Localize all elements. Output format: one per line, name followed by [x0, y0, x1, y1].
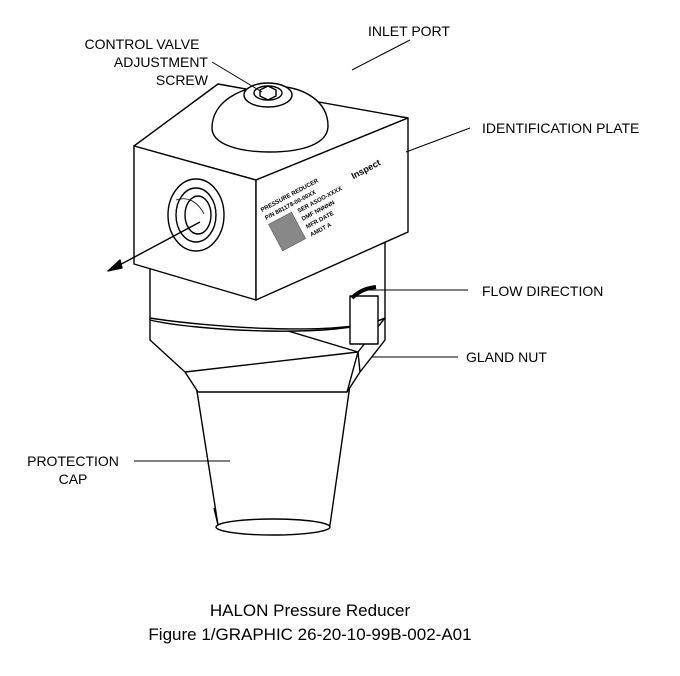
leader-identification-plate	[405, 127, 471, 153]
figure-title: HALON Pressure Reducer	[209, 601, 411, 620]
leader-control-valve	[211, 61, 263, 93]
plate-data-matrix	[268, 211, 306, 252]
flow-direction-arrow	[350, 285, 377, 300]
label-line: CAP	[58, 471, 88, 487]
leader-lines	[134, 39, 471, 462]
label-line: CONTROL VALVE	[84, 36, 200, 52]
figure-number: Figure 1/GRAPHIC 26-20-10-99B-002-A01	[148, 625, 472, 644]
block-housing	[107, 82, 409, 301]
flow-window	[349, 295, 379, 345]
label-flow-direction: FLOW DIRECTION	[482, 283, 604, 299]
label-inlet-port: INLET PORT	[368, 23, 450, 39]
label-line: PROTECTION	[27, 453, 119, 469]
label-control-valve-adjustment-screw: CONTROL VALVE ADJUSTMENT SCREW	[72, 35, 212, 89]
gland-nut	[149, 314, 386, 393]
outlet-arrow	[113, 221, 201, 269]
label-line: SCREW	[155, 72, 208, 88]
label-identification-plate: IDENTIFICATION PLATE	[482, 120, 640, 136]
label-protection-cap: PROTECTION CAP	[18, 452, 128, 488]
label-line: ADJUSTMENT	[113, 54, 208, 70]
leader-inlet-port	[351, 39, 411, 71]
protection-cap	[195, 384, 351, 536]
label-gland-nut: GLAND NUT	[466, 349, 547, 365]
